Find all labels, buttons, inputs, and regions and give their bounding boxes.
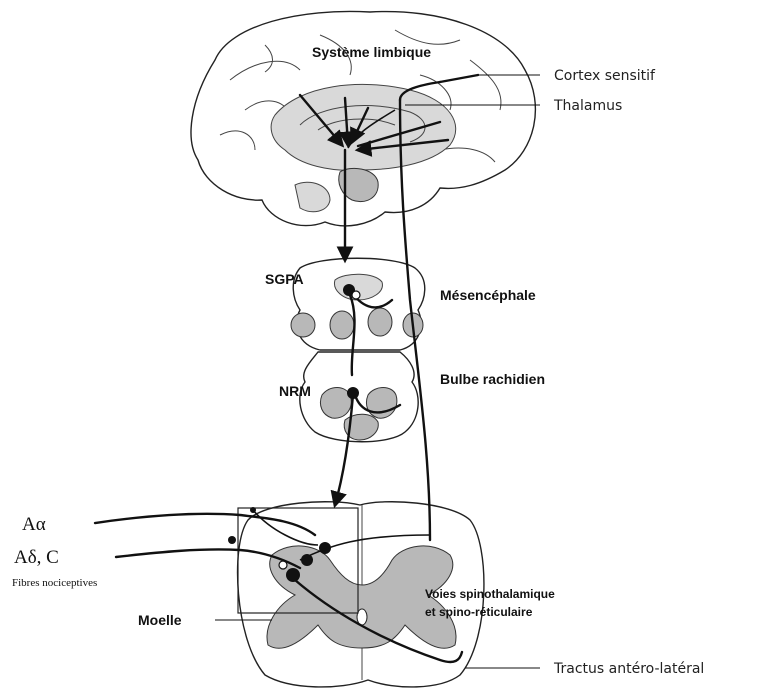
- label-systeme-limbique: Système limbique: [312, 44, 431, 60]
- label-nrm: NRM: [279, 383, 311, 399]
- label-cortex-sensitif: Cortex sensitif: [554, 68, 656, 84]
- bulbe-section: [300, 352, 418, 442]
- mesencephale-section: [291, 258, 425, 350]
- label-moelle: Moelle: [138, 612, 182, 628]
- label-voies-line1: Voies spinothalamique: [425, 587, 555, 601]
- label-fibres-nociceptives: Fibres nociceptives: [12, 577, 97, 589]
- label-thalamus: Thalamus: [553, 98, 622, 114]
- label-mesencephale: Mésencéphale: [440, 287, 536, 303]
- label-tractus: Tractus antéro-latéral: [553, 661, 704, 677]
- label-a-alpha: Aα: [22, 514, 46, 535]
- label-bulbe-rachidien: Bulbe rachidien: [440, 371, 545, 387]
- label-a-delta-c: Aδ, C: [14, 547, 59, 568]
- label-voies-line2: et spino-réticulaire: [425, 605, 533, 619]
- label-sgpa: SGPA: [265, 271, 304, 287]
- limbic-region: [271, 84, 456, 211]
